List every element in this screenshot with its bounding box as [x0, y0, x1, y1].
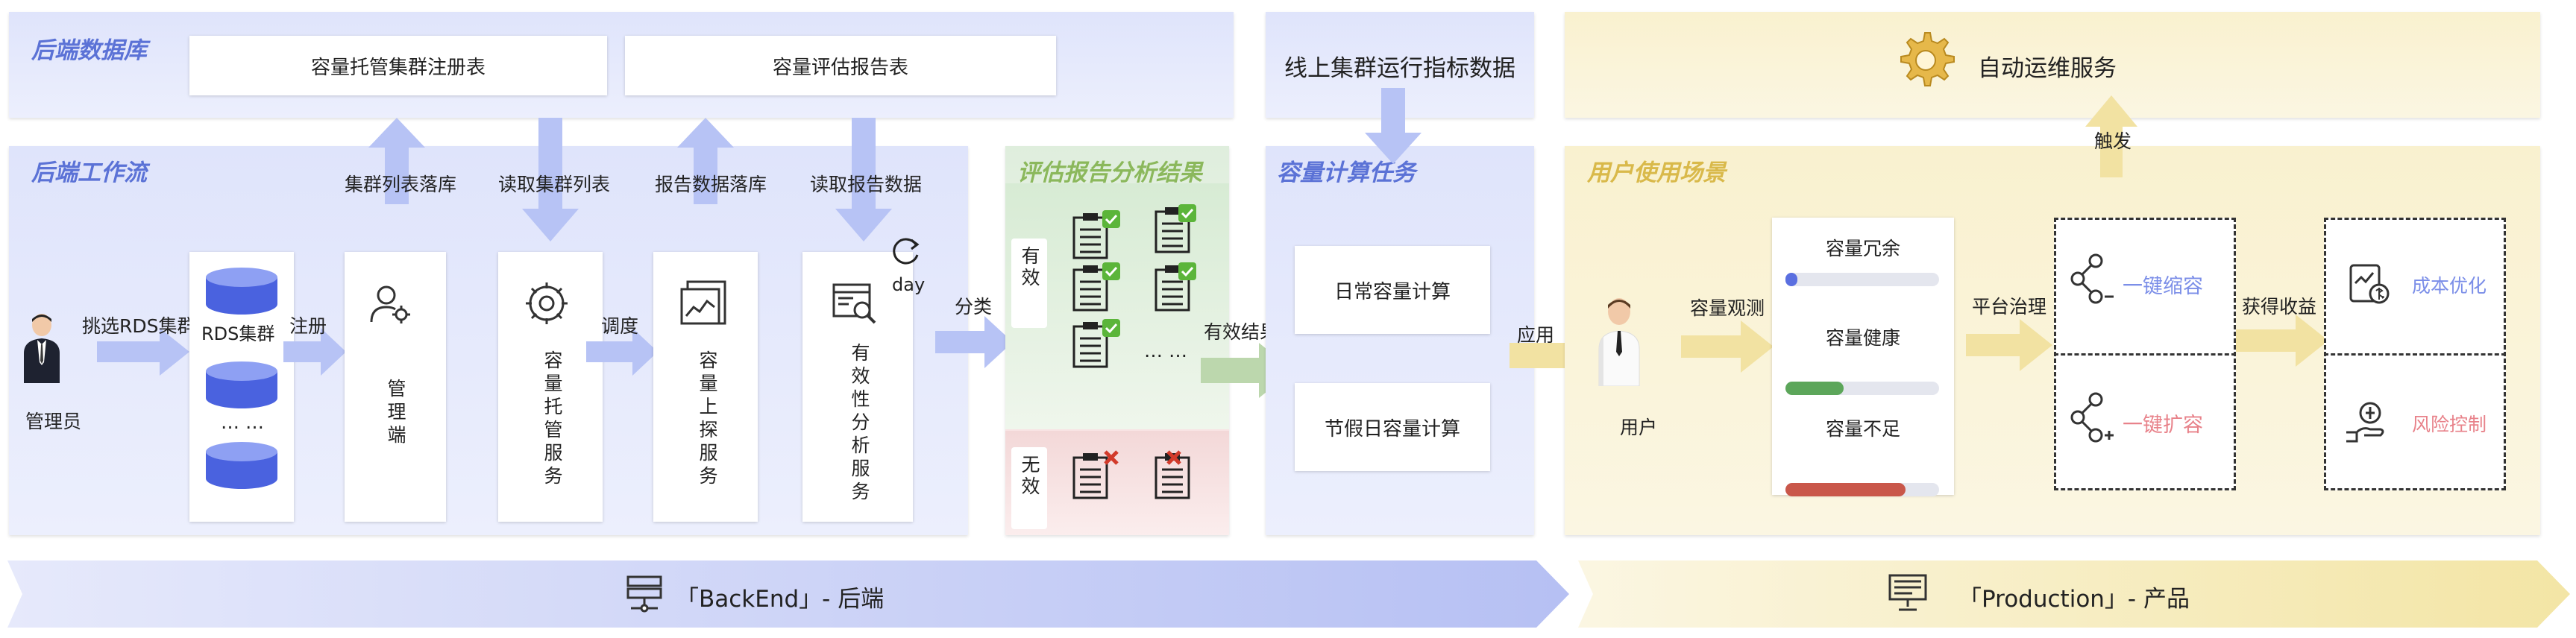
clipboard-x-icon: [1155, 450, 1190, 499]
clipboard-check-icon: [1155, 262, 1196, 312]
holiday-calc-box: 节假日容量计算: [1295, 383, 1490, 471]
risk-hand-icon: [2346, 402, 2384, 443]
user-label: 用户: [1620, 417, 1658, 438]
classify-arrow: [935, 316, 1013, 368]
metrics-down-arrow: [1365, 88, 1421, 164]
healthy-bar: [1785, 382, 1939, 395]
auto-ops-title: 自动运维服务: [1978, 55, 2117, 82]
refresh-icon: [893, 238, 920, 265]
platform-gov-label: 平台治理: [1972, 296, 2047, 318]
risk-ctrl-label: 风险控制: [2412, 414, 2487, 435]
clipboard-check-icon: [1072, 319, 1120, 368]
register-arrow: [283, 328, 346, 376]
admin-avatar-icon: [24, 314, 60, 383]
insufficient-bar: [1785, 483, 1939, 496]
cluster-list-save-label: 集群列表落库: [345, 174, 457, 195]
redundant-label: 容量冗余: [1825, 238, 1900, 259]
read-cluster-list-label: 读取集群列表: [498, 174, 611, 195]
select-rds-arrow: [97, 328, 189, 376]
report-save-label: 报告数据落库: [655, 174, 767, 195]
read-report-label: 读取报告数据: [810, 174, 923, 195]
classify-label: 分类: [955, 296, 993, 318]
backend-banner: [7, 560, 1569, 628]
clipboard-check-icon: [1072, 210, 1120, 259]
day-label: day: [892, 274, 926, 295]
insufficient-label: 容量不足: [1825, 418, 1900, 440]
benefits-divider: [2324, 353, 2506, 356]
gain-label: 获得收益: [2242, 296, 2317, 318]
eval-results-title: 评估报告分析结果: [1017, 160, 1202, 186]
probe-service-label: 容量上探服务: [697, 350, 718, 489]
trigger-label: 触发: [2094, 130, 2132, 152]
healthy-label: 容量健康: [1825, 327, 1900, 349]
dispatch-label: 调度: [601, 315, 639, 337]
online-metrics-title: 线上集群运行指标数据: [1284, 55, 1515, 82]
report-save-up-arrow: [677, 118, 734, 204]
scale-up-label[interactable]: 一键扩容: [2123, 414, 2203, 437]
platform-gov-arrow: [1966, 319, 2052, 371]
rds-ellipsis: … …: [221, 411, 264, 433]
clipboard-check-icon: [1072, 262, 1120, 312]
validity-service-box: [802, 252, 913, 522]
admin-label: 管理员: [25, 411, 82, 432]
database-icon: [206, 361, 277, 408]
database-icon: [206, 442, 277, 489]
backend-banner-label: 「BackEnd」- 后端: [676, 586, 885, 613]
database-icon: [206, 268, 277, 315]
user-scene-title: 用户使用场景: [1587, 160, 1726, 186]
valid-label: 有效: [1011, 239, 1047, 328]
register-label: 注册: [289, 315, 327, 337]
select-rds-label: 挑选RDS集群: [82, 315, 196, 337]
observe-label: 容量观测: [1690, 297, 1765, 319]
user-avatar-icon: [1598, 298, 1640, 386]
read-report-down-arrow: [835, 118, 892, 241]
mgmt-label: 管理端: [385, 379, 406, 448]
observe-arrow: [1681, 320, 1774, 373]
auto-ops-panel: [1565, 12, 2540, 118]
network-gear-icon: [526, 282, 568, 324]
validity-service-label: 有效性分析服务: [849, 343, 870, 505]
capacity-status-box: [1772, 218, 1954, 495]
clipboard-check-icon: [1155, 204, 1196, 253]
invalid-label: 无效: [1011, 447, 1047, 529]
backend-db-title: 后端数据库: [31, 37, 147, 64]
cluster-registry-table: 容量托管集群注册表: [189, 36, 607, 95]
cost-doc-icon: [2349, 264, 2390, 304]
redundant-bar: [1785, 273, 1939, 286]
scale-up-icon: [2070, 392, 2114, 443]
capacity-service-label: 容量托管服务: [541, 350, 563, 489]
trigger-up-arrow: [2085, 95, 2137, 177]
valid-ellipsis: … …: [1144, 340, 1187, 361]
scale-divider: [2054, 353, 2236, 356]
eval-report-table: 容量评估报告表: [625, 36, 1056, 95]
scale-down-icon: [2070, 253, 2114, 304]
monitor-icon: [1888, 574, 1927, 611]
clipboard-x-icon: [1072, 450, 1119, 499]
cost-opt-label: 成本优化: [2412, 275, 2487, 297]
production-banner-label: 「Production」- 产品: [1958, 586, 2190, 613]
apply-label: 应用: [1517, 324, 1555, 346]
user-gear-icon: [370, 285, 410, 323]
capacity-task-panel: [1266, 146, 1534, 535]
gain-arrow: [2236, 315, 2328, 367]
chart-doc-icon: [680, 280, 726, 325]
capacity-task-title: 容量计算任务: [1277, 160, 1416, 186]
production-banner: [1578, 560, 2570, 628]
read-cluster-down-arrow: [522, 118, 579, 241]
daily-calc-box: 日常容量计算: [1295, 246, 1490, 334]
server-icon: [626, 575, 662, 613]
report-search-icon: [832, 283, 876, 324]
scale-down-label[interactable]: 一键缩容: [2123, 275, 2203, 298]
cluster-save-up-arrow: [368, 118, 425, 204]
rds-cluster-label: RDS集群: [201, 323, 275, 344]
gear-icon: [1900, 32, 1955, 86]
backend-workflow-title: 后端工作流: [31, 160, 147, 186]
dispatch-arrow: [586, 328, 658, 376]
